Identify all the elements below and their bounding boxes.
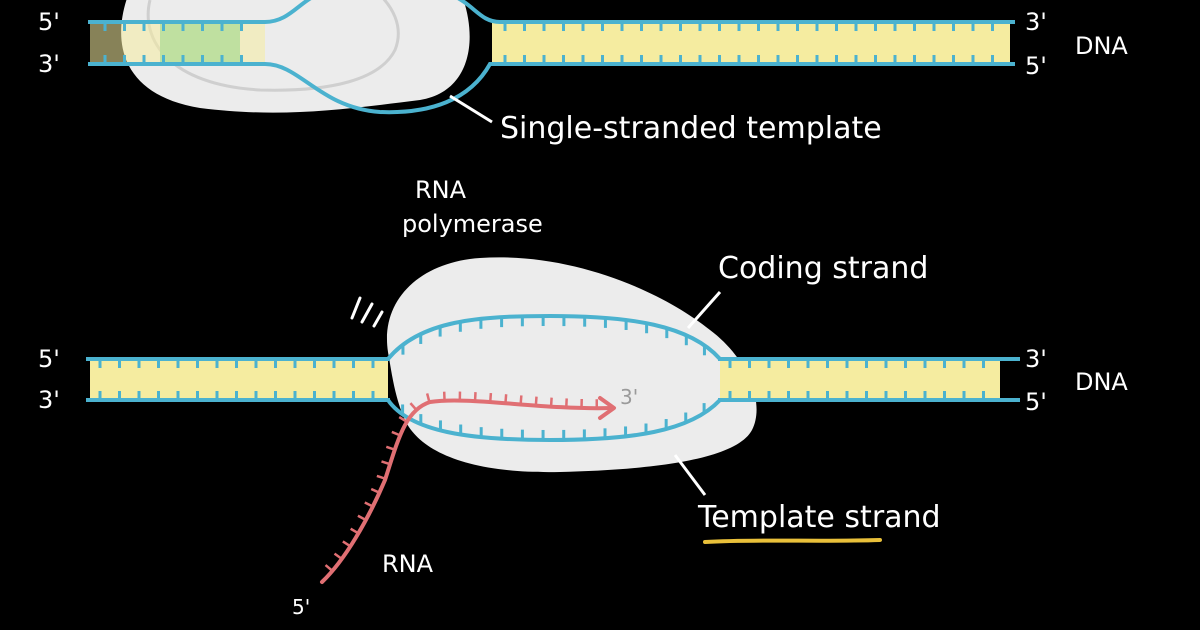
base-rung xyxy=(357,514,367,522)
base-rung xyxy=(370,487,380,494)
bottom-polymerase xyxy=(386,257,757,473)
base-rung xyxy=(376,474,386,480)
base-rung xyxy=(381,460,391,466)
base-rung xyxy=(350,527,360,535)
bottom-left-5prime: 5' xyxy=(38,345,60,373)
top-template-backbone xyxy=(88,62,1015,115)
base-rung xyxy=(391,430,401,437)
bottom-left-duplex xyxy=(90,359,388,400)
base-rung xyxy=(385,445,396,451)
base-rung xyxy=(324,564,334,572)
template-highlight xyxy=(703,538,882,544)
rna-ticks xyxy=(324,391,599,572)
base-rung xyxy=(504,394,508,404)
bottom-dna-label: DNA xyxy=(1075,368,1128,396)
top-template-pointer xyxy=(449,94,493,124)
top-panel: 5' 3' 3' 5' DNA Single-stranded template xyxy=(38,0,1128,146)
polymerase-label-line1: RNA xyxy=(415,176,467,204)
base-rung xyxy=(364,501,374,508)
rna-label: RNA xyxy=(382,550,434,578)
top-right-5prime: 5' xyxy=(1025,52,1047,80)
motion-marks xyxy=(350,296,384,328)
bottom-right-3prime: 3' xyxy=(1025,345,1047,373)
coding-strand-bubble xyxy=(386,313,722,361)
base-rung xyxy=(488,393,493,403)
top-coding-backbone xyxy=(88,0,1015,24)
template-strand-bubble xyxy=(386,398,722,443)
base-rung xyxy=(333,552,343,560)
top-left-3prime: 3' xyxy=(38,50,60,78)
base-rung xyxy=(519,395,523,405)
top-right-duplex xyxy=(492,22,1010,64)
top-template-label: Single-stranded template xyxy=(500,111,882,146)
rna-five-prime-label: 5' xyxy=(292,595,310,619)
base-rung xyxy=(425,393,431,403)
coding-strand-label: Coding strand xyxy=(718,251,928,286)
template-strand-label: Template strand xyxy=(697,500,941,535)
top-dna-label: DNA xyxy=(1075,32,1128,60)
template-pointer xyxy=(673,454,707,496)
bottom-panel: RNA polymerase Coding strand Template st… xyxy=(38,176,1128,619)
bottom-right-5prime: 5' xyxy=(1025,388,1047,416)
bottom-right-duplex xyxy=(720,359,1000,400)
polymerase-label-line2: polymerase xyxy=(402,210,543,238)
base-rung xyxy=(409,402,418,411)
top-left-5prime: 5' xyxy=(38,8,60,36)
bottom-left-3prime: 3' xyxy=(38,386,60,414)
coding-pointer xyxy=(686,291,722,329)
base-rung xyxy=(549,397,553,407)
base-rung xyxy=(398,415,408,423)
rna-arrowhead xyxy=(598,396,616,420)
base-rung xyxy=(534,396,538,406)
base-rung xyxy=(342,540,352,548)
top-left-duplex-green xyxy=(160,22,240,64)
rna-three-prime-label: 3' xyxy=(620,385,638,409)
top-right-3prime: 3' xyxy=(1025,8,1047,36)
template-arc-rungs xyxy=(401,403,706,440)
coding-arc-rungs xyxy=(401,316,706,356)
